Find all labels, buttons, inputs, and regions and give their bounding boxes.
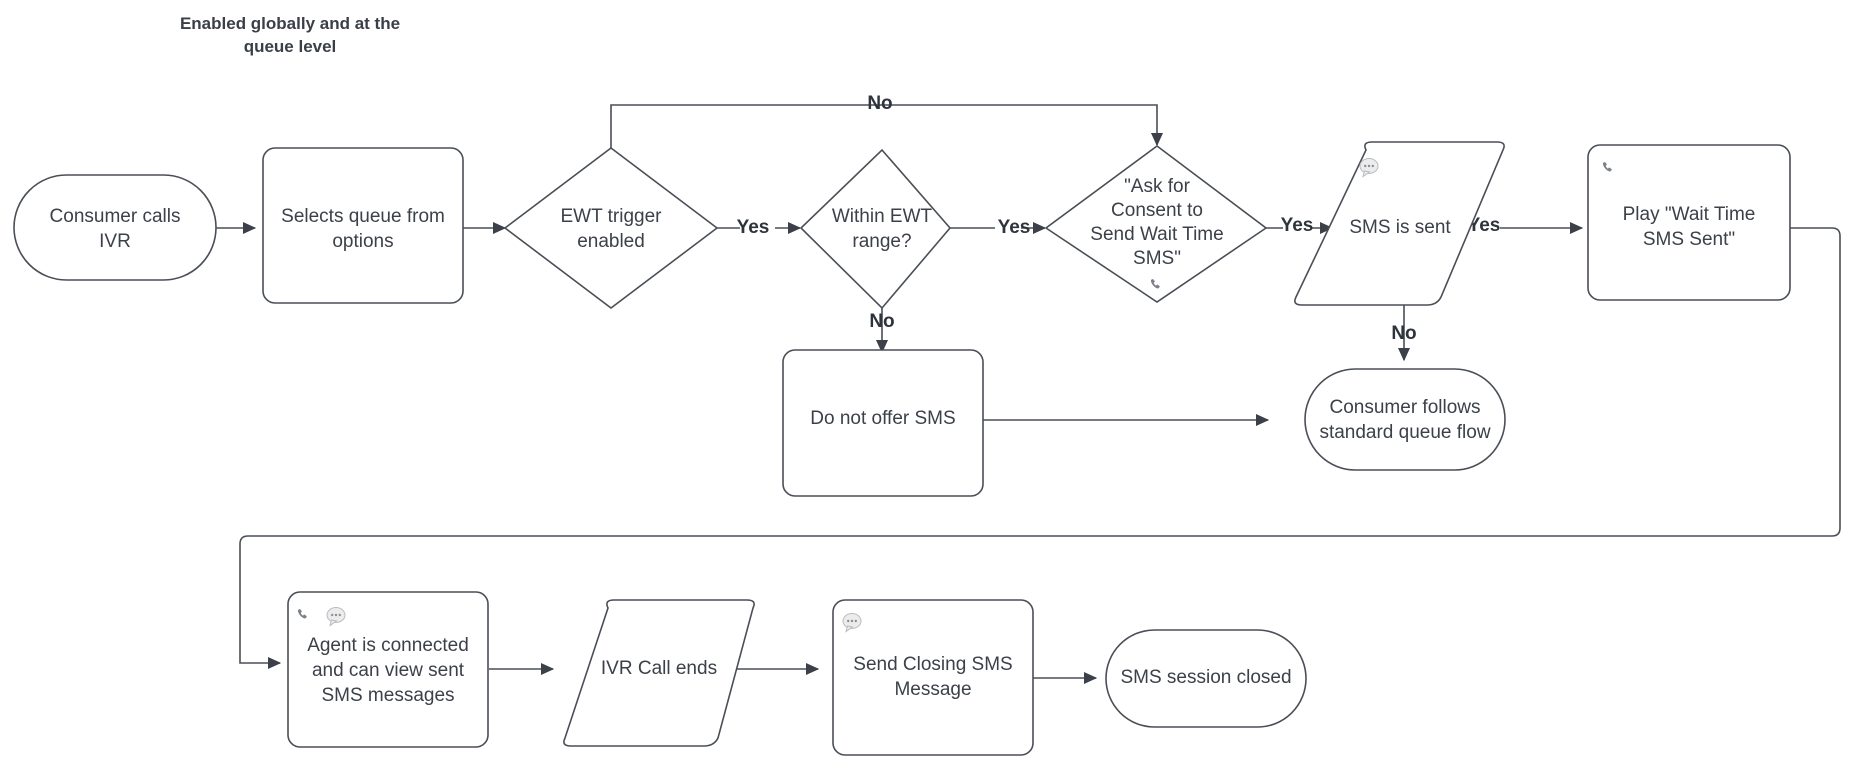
node-send-closing-sms[interactable]: Send Closing SMS Message bbox=[832, 599, 1034, 756]
node-do-not-offer-sms[interactable]: Do not offer SMS bbox=[782, 349, 984, 497]
do-not-offer-sms-label: Do not offer SMS bbox=[810, 408, 955, 429]
ewt-trigger-label-line2: enabled bbox=[577, 231, 645, 252]
ewt-trigger-shape[interactable] bbox=[503, 146, 719, 310]
edge-ewt-trigger-no bbox=[610, 104, 1163, 148]
ask-for-consent-label-line2: Consent to bbox=[1111, 200, 1203, 221]
node-consumer-calls-ivr[interactable]: Consumer calls IVR bbox=[13, 174, 217, 281]
send-closing-sms-label-line2: Message bbox=[894, 679, 971, 700]
sms-bubble-icon bbox=[1359, 158, 1379, 178]
node-within-ewt-range[interactable]: Within EWT range? bbox=[799, 148, 952, 310]
consumer-standard-flow-label-line2: standard queue flow bbox=[1319, 422, 1490, 443]
diagram-title-line1: Enabled globally and at the bbox=[180, 14, 400, 33]
node-ivr-call-ends[interactable]: IVR Call ends bbox=[563, 599, 755, 747]
node-sms-is-sent[interactable]: SMS is sent bbox=[1294, 141, 1505, 306]
node-selects-queue[interactable]: Selects queue from options bbox=[262, 147, 464, 304]
node-agent-connected[interactable]: Agent is connected and can view sent SMS… bbox=[287, 591, 489, 748]
within-ewt-range-shape[interactable] bbox=[799, 148, 952, 310]
selects-queue-label-line1: Selects queue from bbox=[281, 206, 445, 227]
edge-play-wait-time-to-agent-connected bbox=[239, 227, 1841, 669]
consumer-calls-ivr-label-line2: IVR bbox=[99, 231, 131, 252]
sms-is-sent-shape[interactable] bbox=[1294, 141, 1505, 306]
edge-label-ewt-trigger-no: No bbox=[867, 93, 892, 114]
node-sms-session-closed[interactable]: SMS session closed bbox=[1105, 629, 1307, 728]
do-not-offer-sms-shape[interactable] bbox=[782, 349, 984, 497]
play-wait-time-shape[interactable] bbox=[1587, 144, 1791, 301]
sms-session-closed-shape[interactable] bbox=[1105, 629, 1307, 728]
node-play-wait-time-sms-sent[interactable]: Play "Wait Time SMS Sent" bbox=[1587, 144, 1791, 301]
node-consumer-standard-flow[interactable]: Consumer follows standard queue flow bbox=[1304, 368, 1506, 471]
ask-for-consent-shape[interactable] bbox=[1044, 145, 1268, 303]
edge-label-within-range-no: No bbox=[869, 311, 894, 332]
edge-label-ewt-trigger-yes: Yes bbox=[737, 217, 770, 238]
sms-session-closed-label: SMS session closed bbox=[1120, 667, 1291, 688]
edge-label-within-range-yes: Yes bbox=[998, 217, 1031, 238]
edge-label-sms-sent-yes: Yes bbox=[1468, 215, 1501, 236]
ivr-call-ends-label: IVR Call ends bbox=[601, 658, 717, 679]
phone-icon bbox=[1150, 279, 1160, 289]
play-wait-time-label-line2: SMS Sent" bbox=[1643, 229, 1735, 250]
agent-connected-label-line3: SMS messages bbox=[321, 685, 454, 706]
agent-connected-label-line1: Agent is connected bbox=[307, 635, 469, 656]
node-ewt-trigger-enabled[interactable]: EWT trigger enabled bbox=[503, 146, 719, 310]
sms-is-sent-label: SMS is sent bbox=[1349, 217, 1451, 238]
phone-icon bbox=[1602, 162, 1612, 172]
ask-for-consent-label-line1: "Ask for bbox=[1124, 176, 1191, 197]
agent-connected-label-line2: and can view sent bbox=[312, 660, 465, 681]
within-ewt-range-label-line2: range? bbox=[852, 231, 911, 252]
ewt-trigger-label-line1: EWT trigger bbox=[560, 206, 662, 227]
within-ewt-range-label-line1: Within EWT bbox=[832, 206, 933, 227]
node-ask-for-consent[interactable]: "Ask for Consent to Send Wait Time SMS" bbox=[1044, 145, 1268, 303]
sms-bubble-icon bbox=[326, 607, 346, 627]
selects-queue-label-line2: options bbox=[332, 231, 393, 252]
sms-bubble-icon bbox=[842, 613, 862, 633]
send-closing-sms-shape[interactable] bbox=[832, 599, 1034, 756]
agent-connected-shape[interactable] bbox=[287, 591, 489, 748]
play-wait-time-label-line1: Play "Wait Time bbox=[1623, 204, 1756, 225]
consumer-standard-flow-shape[interactable] bbox=[1304, 368, 1506, 471]
consumer-calls-ivr-label-line1: Consumer calls bbox=[50, 206, 181, 227]
send-closing-sms-label-line1: Send Closing SMS bbox=[853, 654, 1012, 675]
diagram-title-line2: queue level bbox=[244, 37, 337, 56]
consumer-standard-flow-label-line1: Consumer follows bbox=[1330, 397, 1481, 418]
edge-label-sms-sent-no: No bbox=[1391, 323, 1416, 344]
edge-label-consent-yes: Yes bbox=[1281, 215, 1314, 236]
selects-queue-shape[interactable] bbox=[262, 147, 464, 304]
consumer-calls-ivr-shape[interactable] bbox=[13, 174, 217, 281]
ask-for-consent-label-line4: SMS" bbox=[1133, 248, 1181, 269]
ivr-call-ends-shape[interactable] bbox=[563, 599, 755, 747]
phone-icon bbox=[297, 609, 307, 619]
ask-for-consent-label-line3: Send Wait Time bbox=[1090, 224, 1223, 245]
